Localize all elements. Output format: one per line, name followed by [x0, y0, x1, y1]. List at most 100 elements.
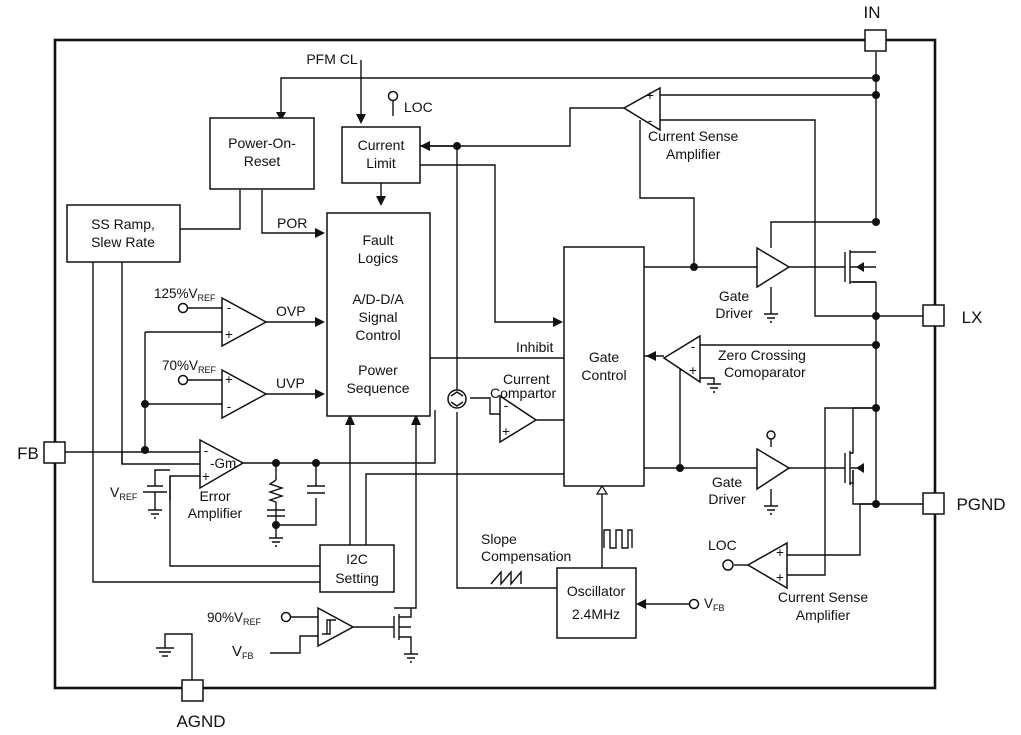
block-label: Current [358, 137, 405, 153]
current-comparator: - + [499, 394, 538, 444]
current-sense-amplifier-bottom: + + [722, 541, 788, 590]
por-label: POR [277, 215, 307, 231]
cs-amp-bottom-label: Current Sense [778, 589, 868, 605]
gate-driver-bottom [756, 430, 791, 491]
block-label: Limit [366, 155, 396, 171]
svg-text:-: - [204, 443, 209, 458]
current-comp-label: Compartor [490, 385, 556, 401]
slope-comp-label: Compensation [481, 548, 571, 564]
block-label: Logics [358, 250, 398, 266]
block-label: Sequence [346, 380, 409, 396]
block-label: Control [355, 327, 400, 343]
fault-logics-block: Fault Logics A/D-D/A Signal Control Powe… [326, 212, 431, 417]
pfm-cl-label: PFM CL [306, 51, 358, 67]
block-label: Power [358, 362, 398, 378]
sawtooth-icon [490, 570, 522, 586]
i2c-setting-block: I2C Setting [319, 544, 395, 593]
pin-label: IN [864, 3, 881, 22]
block-label: Signal [359, 309, 398, 325]
svg-text:-: - [227, 399, 232, 414]
block-label: Fault [362, 232, 393, 248]
pin-label: FB [17, 444, 39, 463]
loc-label: LOC [404, 99, 433, 115]
slope-comp-label: Slope [481, 531, 517, 547]
pin-pgnd: PGND [922, 492, 1006, 515]
clock-pulse-icon [603, 529, 633, 549]
block-label: Power-On- [228, 135, 296, 151]
block-label: A/D-D/A [352, 291, 404, 307]
vfb-label: VFB [232, 643, 254, 661]
svg-text:+: + [776, 545, 784, 560]
cs-amp-top-label: Amplifier [666, 146, 721, 162]
svg-text:+: + [776, 570, 784, 585]
svg-text:-: - [504, 398, 509, 413]
block-label: SS Ramp, [91, 216, 155, 232]
zero-crossing-comparator: - + [662, 334, 701, 384]
uvlo-switch [393, 608, 412, 644]
block-label: Gate [589, 349, 620, 365]
pin-fb: FB [17, 441, 66, 464]
junctions [141, 74, 880, 529]
pin-agnd: AGND [176, 679, 226, 731]
svg-text:+: + [225, 372, 233, 387]
ovp-label: OVP [276, 303, 306, 319]
error-amp-label: Amplifier [188, 505, 243, 521]
svg-text:-: - [648, 113, 653, 128]
block-label: Slew Rate [91, 234, 155, 250]
vfb-osc-label: VFB [704, 596, 725, 613]
uvp-label: UVP [276, 375, 305, 391]
power-on-reset-block: Power-On- Reset [209, 117, 315, 190]
gate-driver-bottom-label: Driver [708, 491, 746, 507]
pin-label: AGND [176, 712, 225, 731]
svg-text:+: + [225, 327, 233, 342]
gate-driver-top [756, 246, 791, 289]
pin-in: IN [864, 3, 887, 52]
current-comp-label: Current [503, 371, 550, 387]
ref-125-label: 125%VREF [154, 286, 216, 303]
oscillator-block: Oscillator 2.4MHz [556, 567, 637, 639]
ovp-comparator: - + [221, 296, 268, 348]
gm-label: -Gm [210, 456, 236, 471]
svg-text:+: + [502, 424, 510, 439]
hysteresis-comparator [317, 606, 355, 648]
gate-driver-top-label: Driver [715, 305, 753, 321]
ground-symbols [148, 313, 778, 663]
error-amplifier: - + [199, 438, 245, 490]
block-label: Setting [335, 570, 379, 586]
zero-cross-label: Comoparator [724, 364, 806, 380]
inhibit-label: Inhibit [516, 339, 553, 355]
cs-amp-bottom-label: Amplifier [796, 607, 851, 623]
cs-amp-top-label: Current Sense [648, 128, 738, 144]
svg-text:+: + [646, 88, 654, 103]
current-source [447, 389, 467, 409]
resistor [267, 479, 285, 503]
svg-text:+: + [202, 469, 210, 484]
gate-driver-bottom-label: Gate [712, 474, 743, 490]
uvp-comparator: + - [221, 368, 268, 420]
high-side-mosfet [844, 250, 876, 284]
block-label: Control [581, 367, 626, 383]
error-amp-label: Error [199, 488, 230, 504]
reference-terminals [177, 90, 700, 623]
svg-text:+: + [689, 363, 697, 378]
current-sense-amplifier-top: + - [622, 86, 661, 132]
zero-cross-label: Zero Crossing [718, 347, 806, 363]
ss-ramp-block: SS Ramp, Slew Rate [66, 204, 181, 263]
low-side-mosfet [844, 408, 864, 485]
labels: PFM CL LOC POR OVP UVP Inhibit 125%VREF … [110, 51, 868, 661]
block-label: Oscillator [567, 583, 626, 599]
gate-driver-top-label: Gate [719, 288, 750, 304]
pin-label: LX [962, 308, 983, 327]
block-label: 2.4MHz [572, 606, 620, 622]
ref-70-label: 70%VREF [162, 358, 217, 375]
block-label: I2C [346, 551, 368, 567]
pin-label: PGND [956, 495, 1005, 514]
pin-lx: LX [922, 304, 983, 327]
svg-text:-: - [227, 300, 232, 315]
gate-control-block: Gate Control [563, 246, 645, 487]
ref-90-label: 90%VREF [207, 610, 262, 627]
vref-label: VREF [110, 484, 138, 502]
block-label: Reset [244, 153, 281, 169]
loc-bottom-label: LOC [708, 537, 737, 553]
